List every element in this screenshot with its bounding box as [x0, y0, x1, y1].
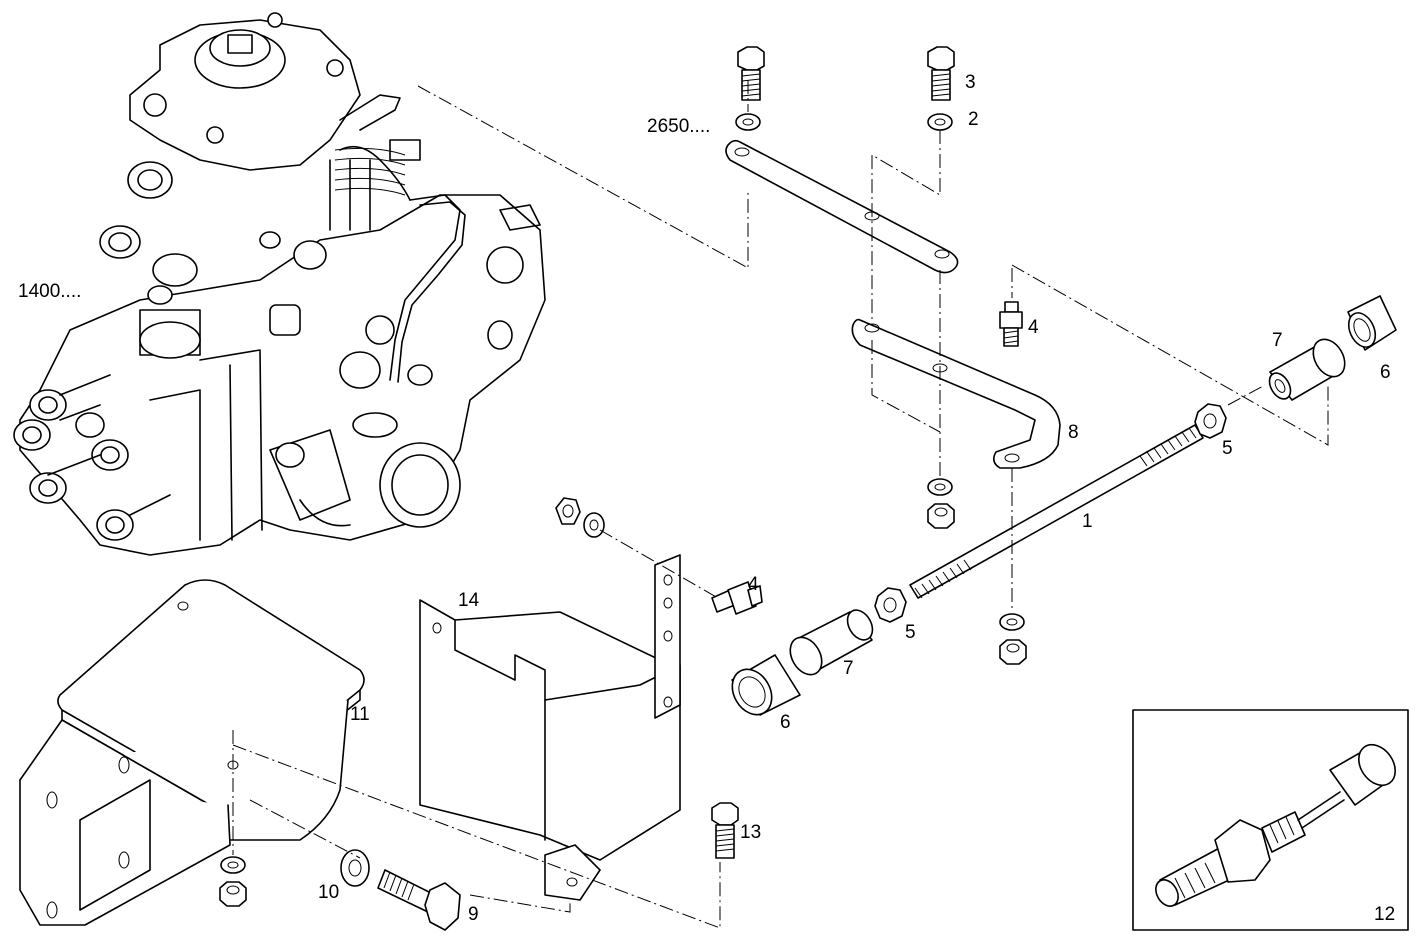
stud-4-mid [711, 581, 763, 615]
label-part-13: 13 [740, 822, 761, 843]
washer-10 [340, 849, 370, 887]
bolt-3 [927, 46, 955, 101]
bracket-8 [851, 318, 1061, 469]
label-part-6-right: 6 [1380, 362, 1391, 383]
washer-left [735, 113, 761, 131]
threaded-rod-1 [909, 424, 1204, 599]
label-part-14: 14 [458, 590, 480, 611]
label-part-7-right: 7 [1272, 330, 1283, 351]
washer-2 [927, 113, 953, 131]
alignment-lines [232, 80, 1329, 929]
label-part-4-mid: 4 [748, 574, 759, 595]
callout-labels: 1400.... 2650.... 3 2 4 7 6 8 5 1 4 5 7 … [18, 72, 1395, 925]
bracket-14 [419, 554, 681, 901]
clip-6-right [1347, 295, 1397, 351]
bolt-13 [711, 802, 739, 859]
label-part-5-right: 5 [1222, 438, 1233, 459]
label-ref-1400: 1400.... [18, 281, 81, 302]
link-bar-2650 [725, 139, 959, 274]
inset-12 [1132, 709, 1409, 931]
washer-cover [220, 856, 246, 874]
clip-6-left [731, 654, 801, 716]
sleeve-7-right [1268, 338, 1346, 401]
nut-rod [999, 639, 1027, 665]
cover-11 [19, 579, 365, 926]
label-part-8: 8 [1068, 422, 1079, 443]
label-part-4-top: 4 [1028, 317, 1039, 338]
sleeve-7-left [789, 609, 874, 676]
label-part-9: 9 [468, 904, 479, 925]
label-part-11: 11 [350, 704, 370, 725]
bolt-9 [377, 869, 461, 931]
label-part-1: 1 [1082, 511, 1093, 532]
outlet-fittings [13, 374, 171, 541]
label-part-7-left: 7 [843, 658, 854, 679]
washer-lower [927, 478, 953, 496]
label-part-6-left: 6 [780, 712, 791, 733]
label-part-12: 12 [1374, 904, 1395, 925]
bolt-left [737, 46, 765, 101]
label-part-3: 3 [965, 72, 976, 93]
nut-cover [219, 881, 247, 907]
stud-4-top [999, 301, 1023, 347]
label-part-10: 10 [318, 882, 339, 903]
nut-14 [555, 497, 581, 525]
injection-pump [13, 12, 546, 556]
washer-14 [583, 512, 605, 538]
label-part-5-left: 5 [905, 622, 916, 643]
label-part-2: 2 [968, 109, 979, 130]
nut-5-right [1194, 403, 1227, 439]
label-ref-2650: 2650.... [647, 116, 710, 137]
nut-5-left [874, 587, 907, 623]
nut-lower [927, 503, 955, 529]
washer-rod [999, 613, 1025, 631]
